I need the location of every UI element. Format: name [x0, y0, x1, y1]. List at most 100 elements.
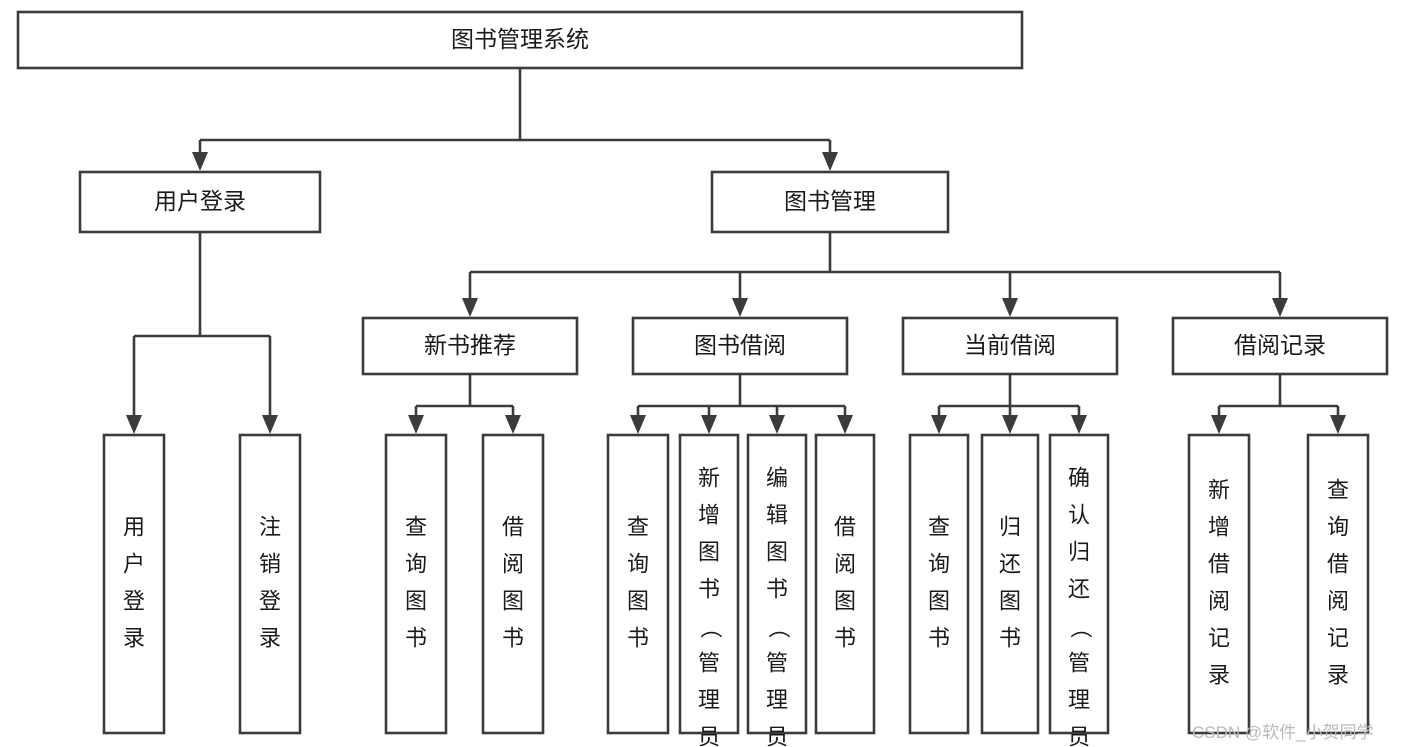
node-user-login-box[interactable] — [78, 170, 322, 234]
node-leaf-logout-login-label-char: 销 — [259, 551, 281, 576]
node-leaf-add-record-label-char: 借 — [1208, 551, 1230, 576]
arrow-head-icon — [630, 415, 646, 434]
node-leaf-add-book-label-char: 增 — [698, 502, 720, 527]
node-leaf-query-record-box[interactable] — [1306, 433, 1370, 735]
node-leaf-borrow-book-2-box[interactable] — [814, 433, 876, 735]
node-leaf-add-book-label-char: 新 — [698, 465, 720, 490]
node-borrow-record[interactable]: 借阅记录 — [1171, 316, 1389, 376]
node-book-manage[interactable]: 图书管理 — [710, 170, 950, 234]
node-leaf-query-book-3-box[interactable] — [908, 433, 970, 735]
node-new-book-recommend-label: 新书推荐 — [424, 332, 516, 358]
node-book-manage-box[interactable] — [710, 170, 950, 234]
node-leaf-edit-book-label-char: （ — [766, 616, 791, 638]
arrow-head-icon — [408, 415, 424, 434]
node-leaf-add-book-label-char: 图 — [698, 539, 720, 564]
node-book-borrow[interactable]: 图书借阅 — [631, 316, 849, 376]
node-leaf-confirm-return-label-char: 确 — [1068, 465, 1090, 490]
node-leaf-confirm-return-label-char: 还 — [1068, 576, 1090, 601]
node-leaf-query-book-1-box[interactable] — [384, 433, 448, 735]
node-leaf-confirm-return-label-char: 员 — [1068, 724, 1090, 747]
node-leaf-user-login-box[interactable] — [102, 433, 166, 735]
node-leaf-edit-book-label-char: 员 — [766, 724, 788, 747]
node-leaf-query-book-3-label-char: 图 — [928, 588, 950, 613]
node-leaf-logout-login-box[interactable] — [238, 433, 302, 735]
node-leaf-return-book-label-char: 书 — [999, 625, 1021, 650]
node-leaf-add-book-label-char: 理 — [698, 687, 720, 712]
node-leaf-add-book-label-char: （ — [698, 616, 723, 638]
node-leaf-user-login-label-char: 户 — [123, 551, 145, 576]
connector-layer — [126, 68, 1346, 434]
node-leaf-borrow-book-1-label-char: 借 — [502, 514, 524, 539]
node-layer: 图书管理系统用户登录图书管理新书推荐图书借阅当前借阅借阅记录用户登录注销登录查询… — [16, 10, 1389, 747]
node-leaf-borrow-book-2-label-char: 借 — [834, 514, 856, 539]
node-leaf-add-record-box[interactable] — [1187, 433, 1251, 735]
node-user-login[interactable]: 用户登录 — [78, 170, 322, 234]
node-leaf-query-record-label-char: 阅 — [1327, 588, 1349, 613]
node-current-borrow[interactable]: 当前借阅 — [901, 316, 1119, 376]
node-borrow-record-box[interactable] — [1171, 316, 1389, 376]
arrow-head-icon — [769, 415, 785, 434]
arrow-head-icon — [192, 152, 208, 171]
node-leaf-query-book-1-label-char: 查 — [405, 514, 427, 539]
node-leaf-query-book-3-label-char: 询 — [928, 551, 950, 576]
node-leaf-return-book-label-char: 还 — [999, 551, 1021, 576]
node-leaf-confirm-return-box[interactable] — [1048, 433, 1110, 735]
node-root[interactable]: 图书管理系统 — [16, 10, 1024, 70]
arrow-head-icon — [262, 415, 278, 434]
node-leaf-add-record-label-char: 阅 — [1208, 588, 1230, 613]
arrow-head-icon — [505, 415, 521, 434]
arrow-head-icon — [126, 415, 142, 434]
node-leaf-user-login[interactable]: 用户登录 — [102, 433, 166, 735]
node-leaf-add-record-label-char: 新 — [1208, 477, 1230, 502]
node-current-borrow-box[interactable] — [901, 316, 1119, 376]
arrow-head-icon — [1211, 415, 1227, 434]
node-leaf-borrow-book-1-label-char: 阅 — [502, 551, 524, 576]
node-leaf-borrow-book-1-label-char: 图 — [502, 588, 524, 613]
node-leaf-add-book-label-char: 书 — [698, 576, 720, 601]
node-leaf-borrow-book-2-label-char: 阅 — [834, 551, 856, 576]
node-leaf-return-book-box[interactable] — [980, 433, 1040, 735]
node-leaf-logout-login-label-char: 注 — [259, 514, 281, 539]
node-leaf-user-login-label-char: 用 — [123, 514, 145, 539]
node-new-book-recommend-box[interactable] — [361, 316, 579, 376]
node-leaf-edit-book-box[interactable] — [746, 433, 808, 735]
node-new-book-recommend[interactable]: 新书推荐 — [361, 316, 579, 376]
node-leaf-borrow-book-1-box[interactable] — [481, 433, 545, 735]
node-leaf-query-book-2-label-char: 查 — [627, 514, 649, 539]
node-leaf-edit-book-label-char: 管 — [766, 650, 788, 675]
node-leaf-query-record-label-char: 记 — [1327, 625, 1349, 650]
node-book-borrow-box[interactable] — [631, 316, 849, 376]
node-leaf-query-book-2-box[interactable] — [606, 433, 670, 735]
node-book-manage-label: 图书管理 — [784, 188, 876, 214]
node-leaf-confirm-return-label-char: 归 — [1068, 539, 1090, 564]
node-leaf-logout-login-label-char: 登 — [259, 588, 281, 613]
node-root-box[interactable] — [16, 10, 1024, 70]
arrow-head-icon — [837, 415, 853, 434]
node-leaf-user-login-label-char: 录 — [123, 625, 145, 650]
node-leaf-edit-book-label-char: 书 — [766, 576, 788, 601]
arrow-head-icon — [1002, 298, 1018, 317]
node-leaf-return-book-label-char: 图 — [999, 588, 1021, 613]
arrow-head-icon — [1071, 415, 1087, 434]
node-leaf-edit-book-label-char: 图 — [766, 539, 788, 564]
arrow-head-icon — [462, 298, 478, 317]
node-leaf-query-record-label-char: 查 — [1327, 477, 1349, 502]
node-leaf-confirm-return-label-char: 认 — [1068, 502, 1090, 527]
node-leaf-query-book-1-label-char: 图 — [405, 588, 427, 613]
node-borrow-record-label: 借阅记录 — [1234, 332, 1326, 358]
node-leaf-add-book-box[interactable] — [678, 433, 740, 735]
